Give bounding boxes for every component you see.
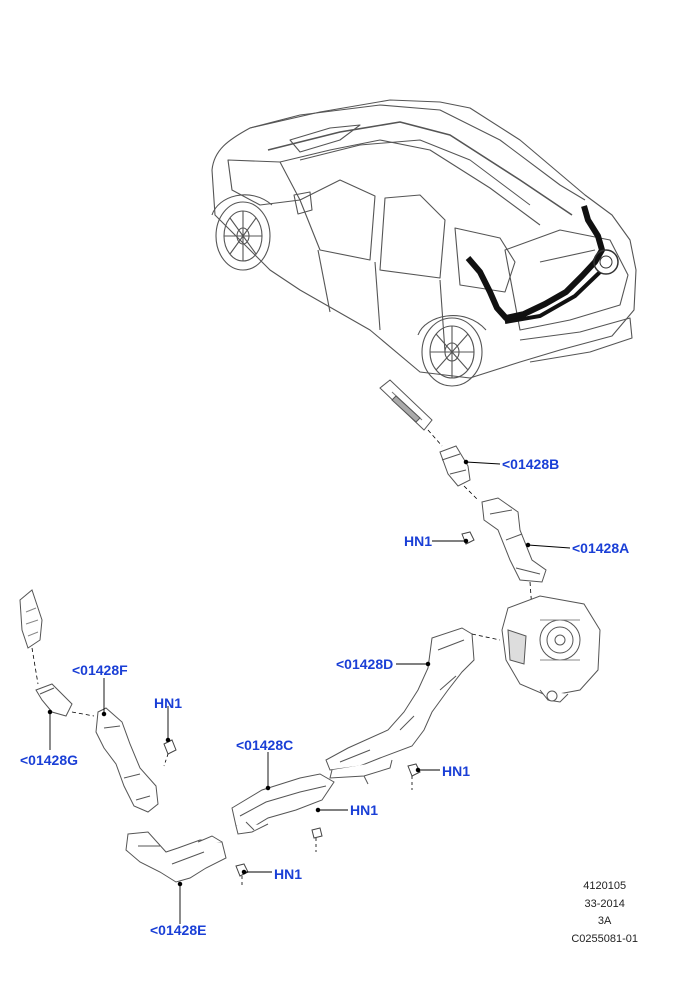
callout-part-f[interactable]: <01428F [72,662,128,678]
callout-hn1-mid[interactable]: HN1 [350,802,379,818]
callout-part-a[interactable]: <01428A [572,540,630,556]
duct-harness-highlight [465,205,619,324]
duct-part-f [95,707,159,813]
side-panel-icon [19,589,43,649]
vent-outlet-icon [379,379,433,431]
reference-code: C0255081-01 [571,932,638,945]
duct-part-g [35,683,73,717]
callout-hn1-left[interactable]: HN1 [154,695,183,711]
callout-part-e[interactable]: <01428E [150,922,207,938]
vehicle-outline-icon [211,99,637,387]
illustration-reference: 4120105 33-2014 3A C0255081-01 [571,878,638,948]
callout-part-d[interactable]: <01428D [336,656,394,672]
reference-date: 33-2014 [584,897,625,910]
callout-part-b[interactable]: <01428B [502,456,560,472]
reference-number: 4120105 [583,880,627,892]
duct-part-c [231,773,335,835]
reference-variant: 3A [597,915,612,927]
callout-part-g[interactable]: <01428G [20,752,78,768]
retaining-clip-icon [163,531,475,877]
duct-part-b [439,445,471,487]
duct-part-d [325,627,475,785]
callout-hn1-upper[interactable]: HN1 [404,533,433,549]
duct-part-a [481,497,547,583]
callout-part-c[interactable]: <01428C [236,737,294,753]
clip-dash-lines [163,753,413,888]
duct-part-e [125,831,227,883]
leader-lines [47,459,571,924]
callout-hn1-bottom[interactable]: HN1 [274,866,303,882]
callout-hn1-right[interactable]: HN1 [442,763,471,779]
blower-motor-icon [501,595,601,703]
